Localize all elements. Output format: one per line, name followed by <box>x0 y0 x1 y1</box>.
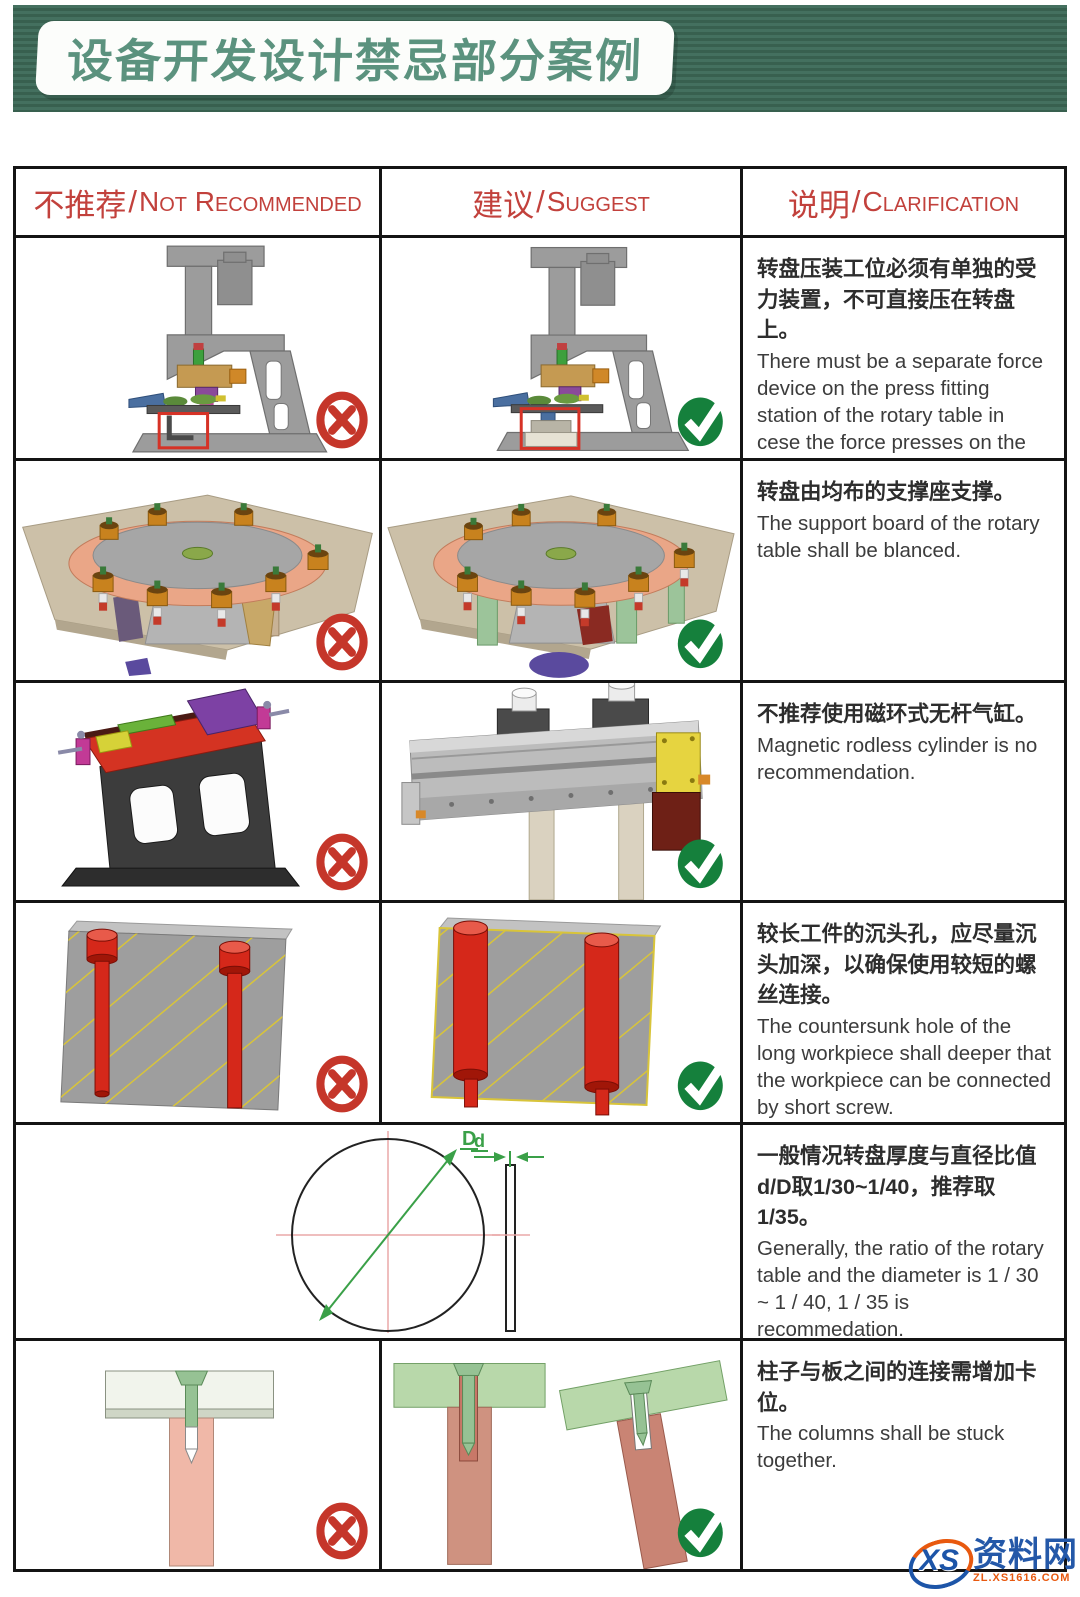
clarification-text-zh: 柱子与板之间的连接需增加卡位。 <box>757 1360 1037 1415</box>
row5-clarification-cell: 一般情况转盘厚度与直径比值d/D取1/30~1/40，推荐取1/35。 Gene… <box>743 1125 1064 1338</box>
row5-diagram-cell: D d <box>16 1125 740 1338</box>
magnetic-rodless-cylinder-illustration <box>57 688 301 887</box>
red-cross-icon <box>315 832 369 892</box>
bolt-fixtures <box>457 503 695 627</box>
column-plate-no-lock-illustration <box>105 1370 274 1567</box>
clarification-text-en: The columns shall be stuck together. <box>757 1422 1005 1473</box>
diameter-label: D <box>462 1128 476 1150</box>
banner-title-label: 设备开发设计禁忌部分案例 <box>35 21 675 95</box>
short-countersink-screws <box>86 928 251 1109</box>
row4-clarification-cell: 较长工件的沉头孔，应尽量沉头加深，以确保使用较短的螺丝连接。 The count… <box>743 903 1064 1122</box>
header-cell-not-recommended: 不推荐/Not Recommended <box>16 169 379 235</box>
page-title: 设备开发设计禁忌部分案例 <box>65 35 644 87</box>
shallow-countersunk-holes-illustration <box>60 920 293 1111</box>
red-cross-icon <box>315 612 369 672</box>
table-side-view <box>505 1164 516 1332</box>
watermark-site-name: 资料网 <box>973 1536 1078 1574</box>
row4-suggest-cell <box>382 903 740 1122</box>
clarification-text-zh: 转盘由均布的支撑座支撑。 <box>757 480 1016 504</box>
row2-clarification-cell: 转盘由均布的支撑座支撑。 The support board of the ro… <box>743 461 1064 680</box>
header-en: Suggest <box>546 186 650 217</box>
problem-highlight-box <box>157 412 210 450</box>
clarification-text-en: There must be a separate force device on… <box>757 349 1044 455</box>
bolt-fixtures <box>92 503 329 627</box>
row2-not-recommended-cell <box>16 461 379 680</box>
clarification-text-zh: 较长工件的沉头孔，应尽量沉头加深，以确保使用较短的螺丝连接。 <box>757 922 1037 1008</box>
row6-suggest-cell <box>382 1341 740 1569</box>
row1-clarification-cell: 转盘压装工位必须有单独的受力装置，不可直接压在转盘上。 There must b… <box>743 238 1064 458</box>
header-zh: 说明 <box>787 187 850 223</box>
header-cell-clarification: 说明/Clarification <box>743 169 1064 235</box>
mechanical-rodless-cylinder-illustration <box>401 683 711 900</box>
green-check-icon <box>676 612 730 672</box>
rotary-table-unbalanced-illustration <box>22 494 373 676</box>
clarification-text-en: The support board of the rotary table sh… <box>757 511 1040 562</box>
watermark-logo: XS <box>902 1530 980 1597</box>
clarification-text-en: Generally, the ratio of the rotary table… <box>757 1236 1044 1338</box>
page-banner: 设备开发设计禁忌部分案例 <box>13 5 1067 112</box>
row6-not-recommended-cell <box>16 1341 379 1569</box>
clarification-text-en: Magnetic rodless cylinder is no recommen… <box>757 733 1038 784</box>
deep-countersunk-holes-illustration <box>430 917 662 1116</box>
column-plate-with-lock-illustration <box>393 1360 728 1569</box>
watermark-site-url: ZL.XS1616.COM <box>973 1572 1071 1584</box>
row1-not-recommended-cell <box>16 238 379 458</box>
press-with-support-illustration <box>492 246 690 452</box>
header-cell-suggest: 建议/Suggest <box>382 169 740 235</box>
row2-suggest-cell <box>382 461 740 680</box>
clarification-text-zh: 不推荐使用磁环式无杆气缸。 <box>757 702 1037 726</box>
red-cross-icon <box>315 1501 369 1561</box>
green-check-icon <box>676 390 730 450</box>
header-zh: 不推荐 <box>33 187 127 223</box>
locked-assembly-b <box>558 1360 728 1569</box>
rotary-table-circle <box>291 1138 485 1332</box>
green-check-icon <box>676 832 730 892</box>
press-without-support-illustration <box>128 245 328 453</box>
green-check-icon <box>676 1054 730 1114</box>
row4-not-recommended-cell <box>16 903 379 1122</box>
thickness-label: d <box>474 1131 485 1151</box>
row3-clarification-cell: 不推荐使用磁环式无杆气缸。 Magnetic rodless cylinder … <box>743 683 1064 900</box>
thickness-diameter-ratio-drawing: D d <box>276 1128 544 1333</box>
locked-assembly-a <box>393 1363 546 1565</box>
header-zh: 建议 <box>472 187 535 223</box>
green-check-icon <box>676 1501 730 1561</box>
row1-suggest-cell <box>382 238 740 458</box>
watermark: XS 资料网 ZL.XS1616.COM <box>902 1530 1078 1597</box>
header-en: Not Recommended <box>138 186 362 217</box>
clarification-text-zh: 一般情况转盘厚度与直径比值d/D取1/30~1/40，推荐取1/35。 <box>757 1144 1037 1230</box>
rotary-table-balanced-supports-illustration <box>387 495 735 678</box>
row3-suggest-cell <box>382 683 740 900</box>
clarification-text-zh: 转盘压装工位必须有单独的受力装置，不可直接压在转盘上。 <box>757 257 1037 343</box>
clarification-text-en: The countersunk hole of the long workpie… <box>757 1014 1052 1120</box>
red-cross-icon <box>315 1054 369 1114</box>
support-highlight-box <box>519 407 581 450</box>
deep-countersink-screws <box>453 920 620 1116</box>
cases-table: 不推荐/Not Recommended 建议/Suggest 说明/Clarif… <box>13 166 1067 1572</box>
row3-not-recommended-cell <box>16 683 379 900</box>
header-en: Clarification <box>862 186 1020 217</box>
red-cross-icon <box>315 390 369 450</box>
row6-clarification-cell: 柱子与板之间的连接需增加卡位。 The columns shall be stu… <box>743 1341 1064 1569</box>
watermark-logo-text: XS <box>919 1544 960 1577</box>
